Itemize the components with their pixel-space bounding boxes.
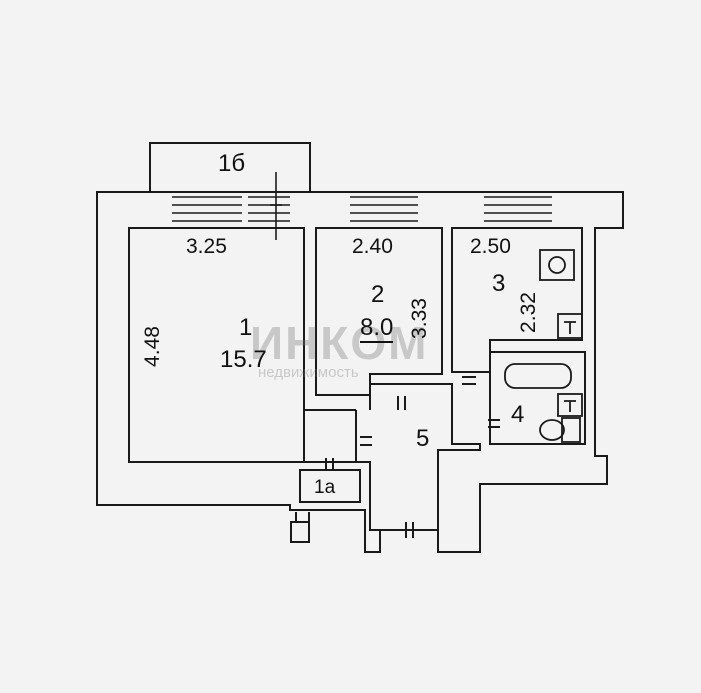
room-3-width: 2.50	[470, 235, 511, 258]
room-5-outline	[355, 383, 481, 531]
kitchen-sink-icon	[557, 313, 583, 339]
room-5-number: 5	[416, 425, 430, 452]
room-2-width: 2.40	[352, 235, 393, 258]
room-2-number: 2	[371, 281, 385, 308]
room-1-length: 4.48	[140, 326, 164, 367]
room-2-area: 8.0	[360, 314, 394, 343]
door-marks	[325, 376, 500, 538]
shaft-outline	[290, 521, 310, 543]
room-1a-number: 1а	[314, 477, 336, 498]
window-room-3	[484, 196, 552, 222]
room-2-length: 3.33	[407, 298, 431, 339]
closet-1a-outline	[299, 469, 361, 503]
washbasin-icon	[557, 393, 583, 417]
watermark-brand: ИНКОМ	[250, 317, 429, 369]
outer-wall	[96, 191, 624, 553]
room-2-wall	[303, 228, 356, 411]
room-1b-number: 1б	[218, 150, 246, 177]
stove-icon	[539, 249, 575, 281]
room-1-area: 15.7	[220, 346, 267, 373]
bathtub-icon	[504, 363, 572, 389]
window-balcony-door	[248, 196, 290, 222]
windows	[172, 172, 552, 240]
shaft-walls	[295, 512, 310, 522]
fixtures	[504, 249, 583, 443]
room-1-width: 3.25	[186, 235, 227, 258]
room-1-number: 1	[239, 314, 253, 341]
room-4-outline	[489, 351, 586, 445]
room-3-length: 2.32	[516, 292, 540, 333]
room-3-outline	[451, 227, 583, 373]
toilet-icon	[539, 417, 581, 443]
window-room-2	[350, 196, 418, 222]
window-room-1	[172, 196, 242, 222]
room-2-outline	[315, 227, 443, 396]
room-3-number: 3	[492, 270, 506, 297]
watermark-subtitle: недвижимость	[258, 364, 359, 381]
room-4-number: 4	[511, 401, 525, 428]
